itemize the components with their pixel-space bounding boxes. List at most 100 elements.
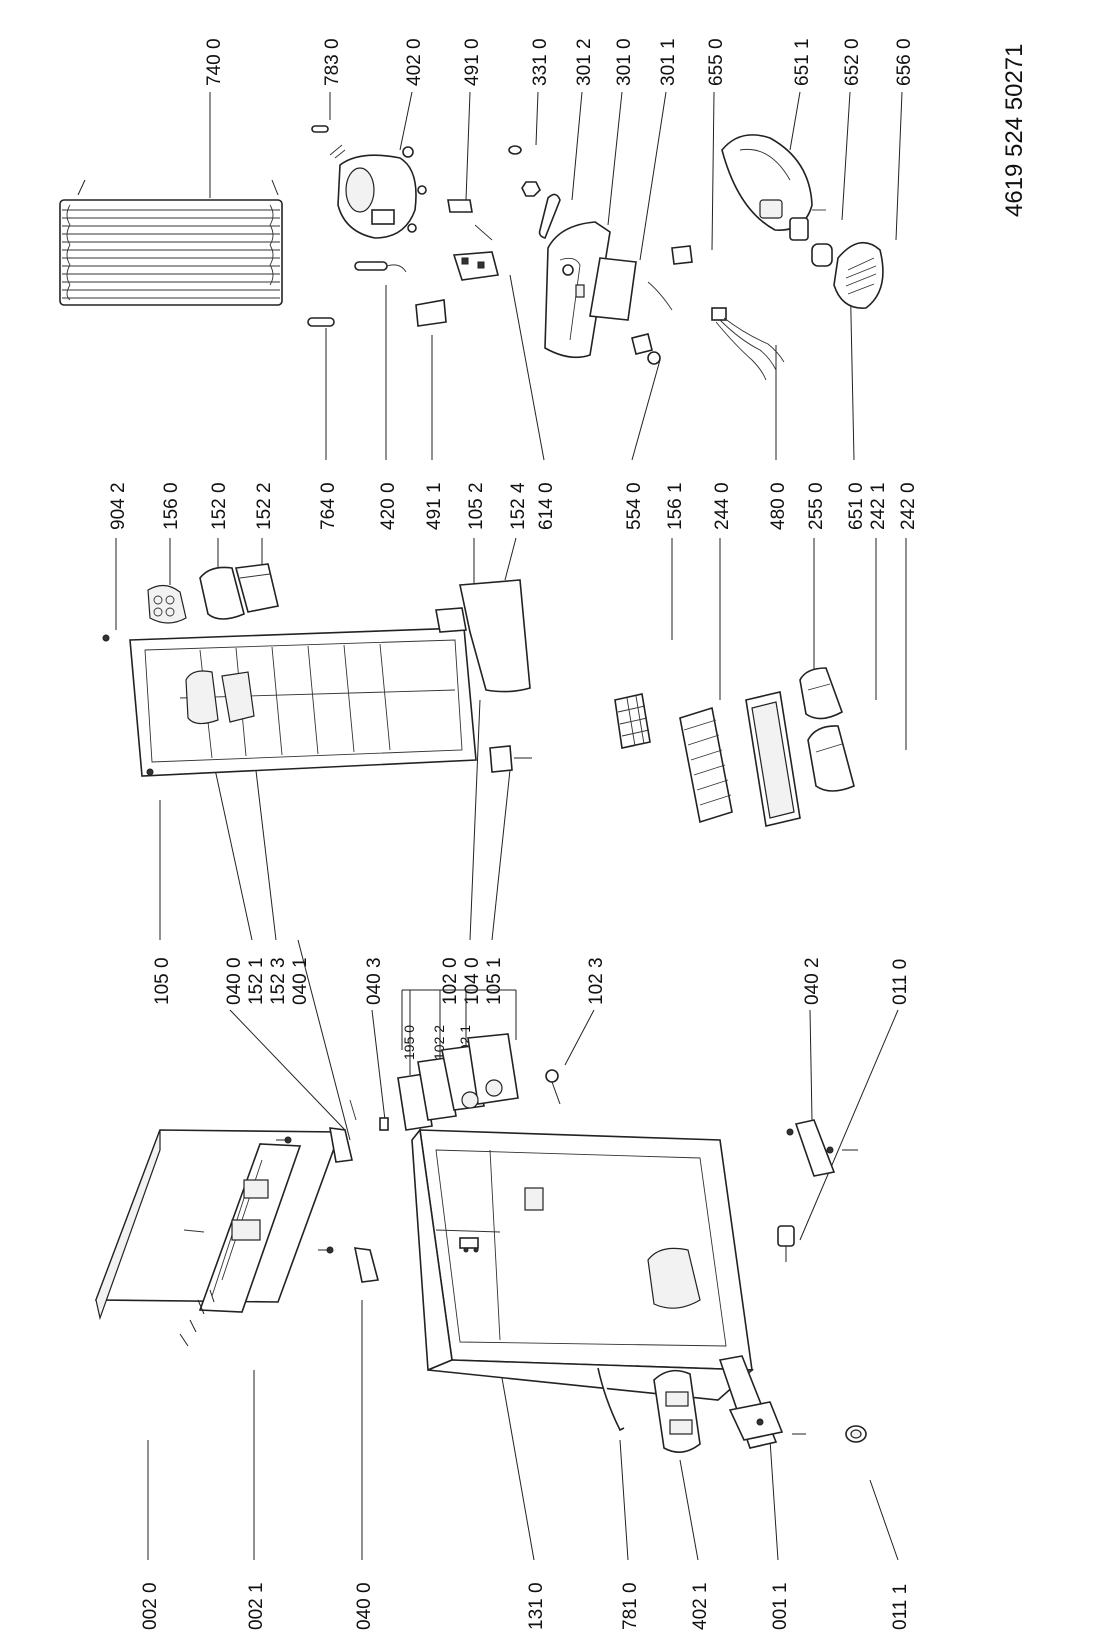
door-rack [459,579,531,693]
label-102-3: 102 3 [586,957,607,1005]
label-242-0: 242 0 [898,482,919,530]
label-614-0: 614 0 [536,482,557,530]
label-402-1: 402 1 [690,1582,711,1630]
hinge-pin-040-3 [379,1117,389,1131]
top-row-labels: 740 0 783 0 402 0 491 0 331 0 301 2 301 … [204,38,915,86]
label-420-0: 420 0 [378,482,399,530]
bottom-row-labels: 002 0 002 1 040 0 131 0 781 0 402 1 001 … [140,1582,911,1630]
nut-331-0 [508,145,541,197]
drain-tube [597,1367,625,1432]
lamp-diffuser [833,241,884,309]
hinge-040-0 [318,1246,380,1283]
label-195-0: 195 0 [401,1025,417,1060]
document-number: 4619 524 50271 [1001,43,1028,217]
base-frame [718,1355,806,1449]
condenser-coil [59,179,283,306]
foot-011-1 [845,1425,867,1443]
label-011-0: 011 0 [890,959,911,1005]
panel-301-1 [589,257,637,321]
label-040-2: 040 2 [802,957,823,1005]
label-554-0: 554 0 [624,482,645,530]
label-301-0: 301 0 [614,38,635,86]
label-105-0: 105 0 [152,957,173,1005]
label-002-0: 002 0 [140,1582,161,1630]
freezer-knob [545,1069,561,1105]
top-screws [179,1289,215,1347]
label-651-0: 651 0 [846,482,867,530]
label-651-1: 651 1 [792,38,813,86]
top-frame [198,1143,302,1313]
label-105-1: 105 1 [484,957,505,1005]
label-331-0: 331 0 [530,38,551,86]
label-491-1: 491 1 [424,482,445,530]
label-102-0: 102 0 [440,957,461,1005]
label-104-0: 104 0 [462,957,483,1005]
part-783-0 [311,125,329,133]
door-shelf-152-2 [234,563,279,613]
label-040-1: 040 1 [290,957,311,1005]
freezer-compartment-group [397,1033,519,1131]
compressor [329,144,427,273]
label-040-0-lower: 040 0 [354,1582,375,1630]
label-764-0: 764 0 [318,482,339,530]
label-131-0: 131 0 [526,1582,547,1630]
glass-shelf [745,691,801,827]
cabinet-body [411,1128,755,1401]
wiring-harness [711,307,785,381]
label-781-0: 781 0 [620,1582,641,1630]
hinge-105-1 [489,745,532,773]
egg-tray [147,584,187,624]
bottom-hinge [786,1119,858,1177]
crisper-242-1 [799,667,843,720]
second-row-labels: 904 2 156 0 152 0 152 2 764 0 420 0 491 … [108,482,919,530]
adjustable-foot-011-0 [777,1225,795,1262]
label-156-0: 156 0 [161,482,182,530]
door-shelf-152-0 [199,566,245,620]
label-402-0: 402 0 [404,38,425,86]
screw-105-0 [146,768,154,776]
crisper-242-0 [807,725,855,792]
label-255-0: 255 0 [806,482,827,530]
label-152-4: 152 4 [508,482,529,530]
screw-904-2 [102,634,110,642]
label-105-2: 105 2 [466,482,487,530]
door-assembly [129,627,477,777]
label-491-0: 491 0 [462,38,483,86]
door-switch [631,333,661,365]
third-row-labels: 105 0 040 0 152 1 152 3 040 1 040 3 102 … [152,957,911,1060]
label-002-1: 002 1 [246,1582,267,1630]
label-480-0: 480 0 [768,482,789,530]
lamp-bulb [811,243,833,267]
ice-tray [614,693,651,749]
label-656-0: 656 0 [894,38,915,86]
label-301-1: 301 1 [658,38,679,86]
hinge-screw-040-1 [349,1099,357,1121]
hinge-040-1 [276,1127,353,1163]
label-740-0: 740 0 [204,38,225,86]
label-040-0-upper: 040 0 [224,957,245,1005]
label-244-0: 244 0 [712,482,733,530]
label-655-0: 655 0 [706,38,727,86]
label-152-3: 152 3 [268,957,289,1005]
relay-bracket [447,199,493,241]
label-040-3: 040 3 [364,957,385,1005]
lamp-socket [789,209,826,241]
label-904-2: 904 2 [108,482,129,530]
wire-shelf [679,706,733,824]
label-152-0: 152 0 [209,482,230,530]
capillary-filter [307,317,335,327]
hinge-105-2 [435,607,467,633]
relay-cover [415,299,447,327]
label-001-1: 001 1 [770,1582,791,1630]
compressor-bracket [653,1369,701,1453]
label-652-0: 652 0 [842,38,863,86]
label-783-0: 783 0 [322,38,343,86]
thermostat-relay [452,251,500,281]
label-301-2: 301 2 [574,38,595,86]
label-152-1: 152 1 [246,957,267,1005]
label-152-2: 152 2 [254,482,275,530]
label-156-1: 156 1 [665,482,686,530]
thermostat-knob-301-2 [538,193,561,239]
lamp-cover [721,134,813,231]
label-011-1: 011 1 [890,1584,911,1630]
